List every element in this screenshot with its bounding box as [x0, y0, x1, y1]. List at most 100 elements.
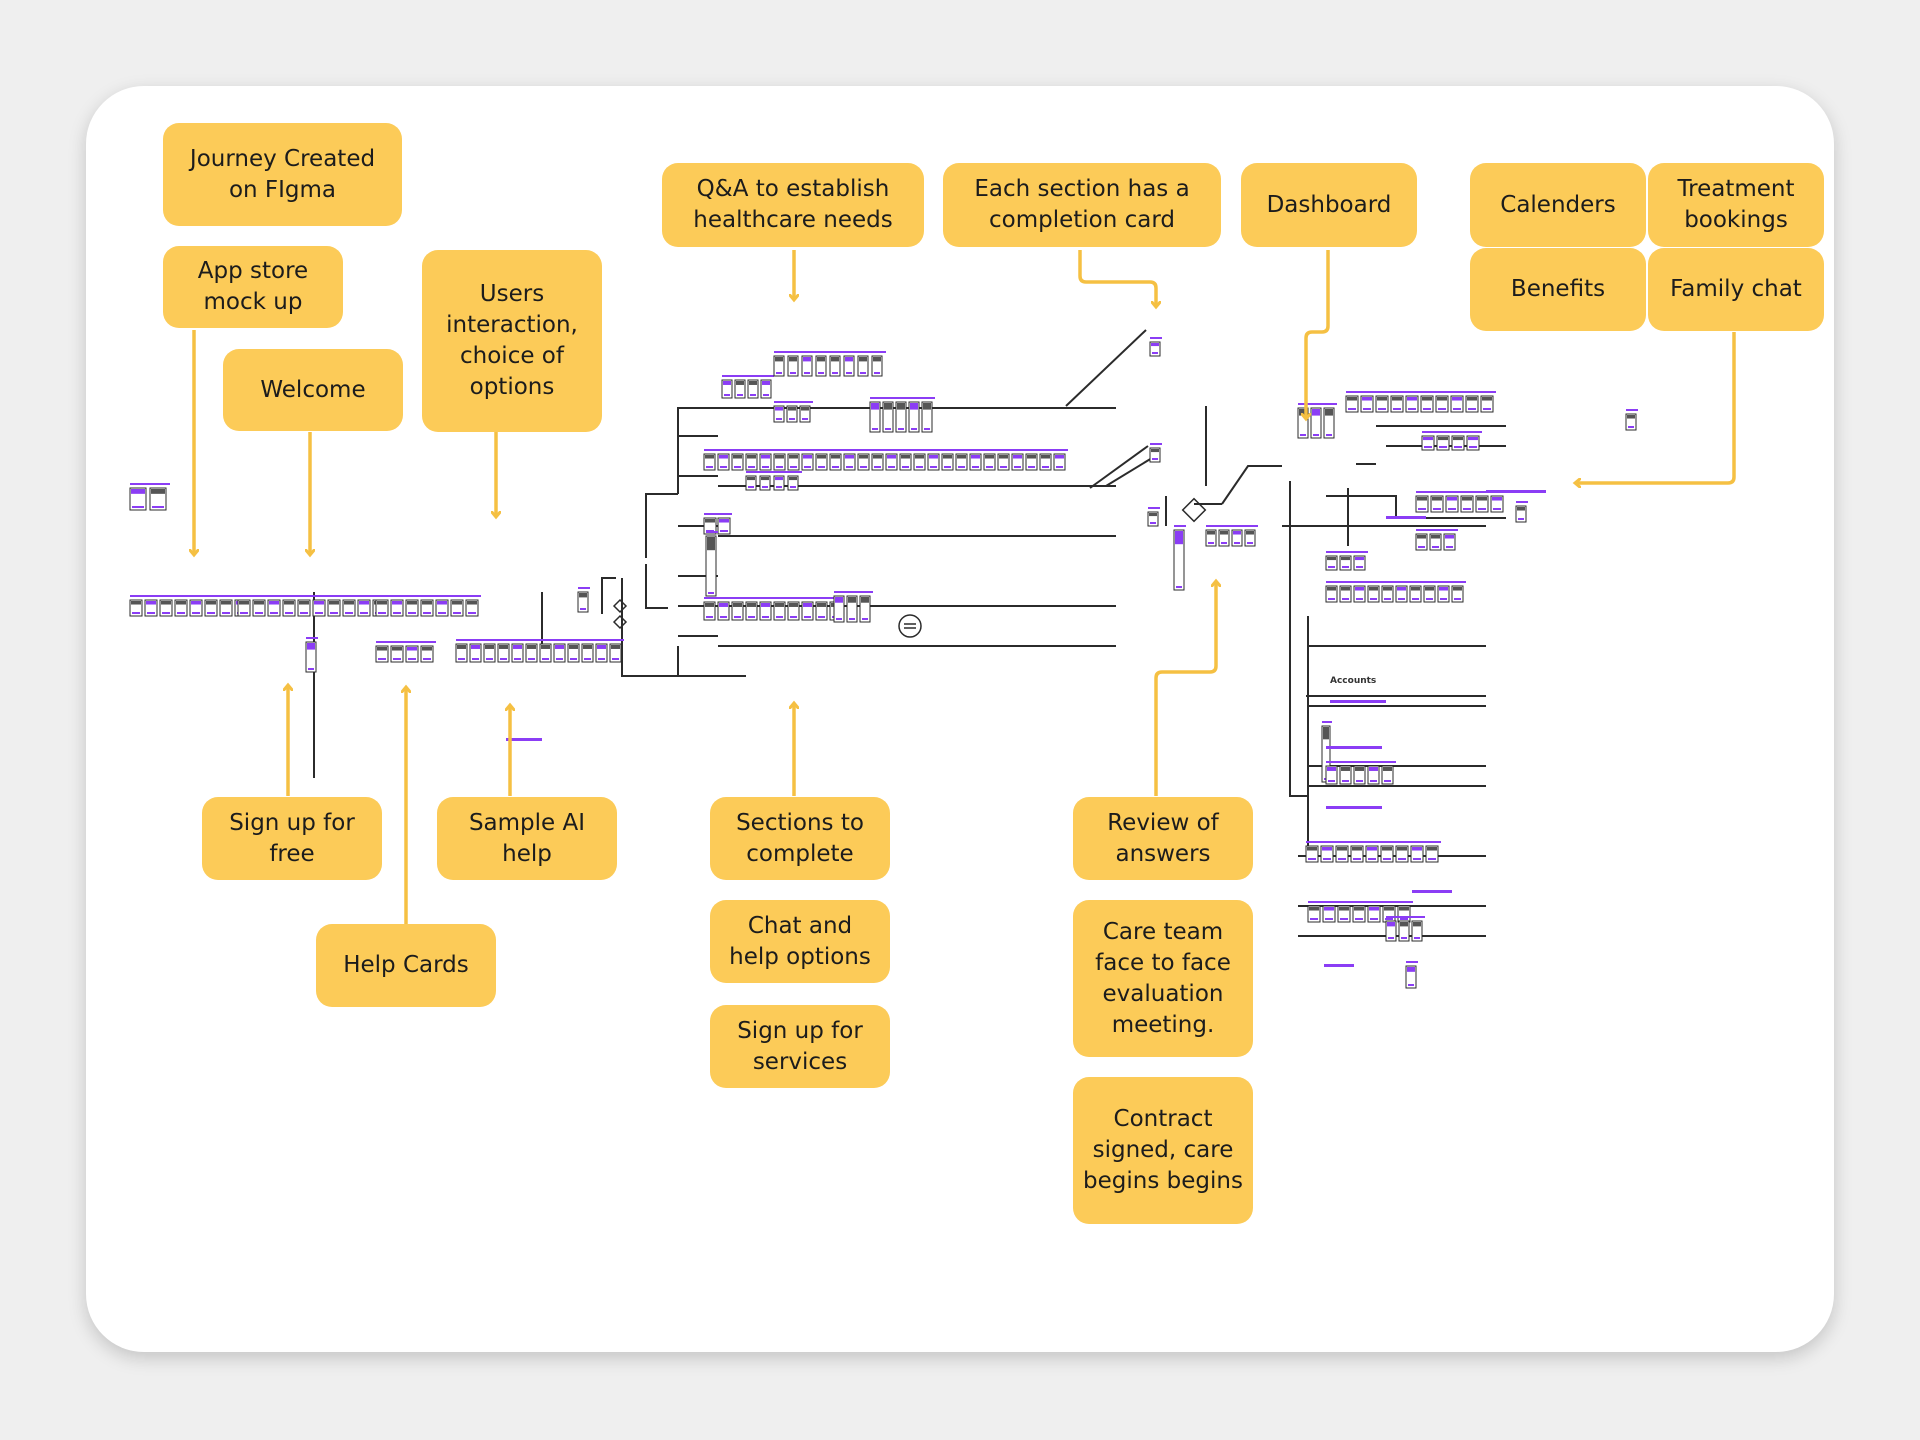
screen-thumbnail: [1381, 765, 1394, 785]
thumbnail-button: [1426, 598, 1433, 600]
thumbnail-button: [528, 658, 535, 660]
screen-thumbnail: [801, 453, 814, 471]
cluster-header-bar: [870, 397, 935, 399]
thumbnail-button: [1463, 508, 1471, 510]
thumbnail-header: [801, 407, 809, 411]
note-sign-up-services: Sign up for services: [710, 1005, 890, 1088]
thumbnail-header: [705, 455, 714, 459]
screen-thumbnail: [1353, 585, 1366, 603]
thumbnail-button: [1454, 598, 1461, 600]
screen-thumbnail: [815, 453, 828, 471]
thumbnail-button: [872, 428, 878, 430]
screen-thumbnail: [745, 475, 757, 491]
thumbnail-button: [720, 616, 727, 618]
thumbnail-header: [897, 403, 905, 410]
thumbnail-header: [1352, 847, 1362, 851]
thumbnail-header: [1422, 397, 1432, 401]
screen-thumbnail: [1147, 511, 1159, 527]
thumbnail-button: [1440, 598, 1447, 600]
thumbnail-header: [1387, 922, 1395, 927]
cluster-header-bar: [704, 597, 844, 599]
screen-thumbnail: [773, 453, 786, 471]
screen-thumbnail: [1325, 585, 1338, 603]
thumbnail-header: [299, 601, 309, 605]
screen-thumbnail: [857, 355, 869, 377]
thumbnail-button: [776, 372, 782, 374]
thumbnail-header: [457, 645, 466, 649]
thumbnail-header: [719, 519, 729, 523]
screen-thumbnail: [539, 643, 552, 663]
thumbnail-header: [848, 597, 856, 603]
thumbnail-header: [239, 601, 249, 605]
thumbnail-header: [1397, 847, 1407, 851]
thumbnail-header: [1384, 907, 1394, 911]
figma-canvas-card: Accounts Journey Created on FIgma App st…: [86, 86, 1834, 1352]
thumbnail-button: [748, 486, 754, 488]
screen-thumbnail: [734, 379, 746, 399]
thumbnail-header: [541, 645, 550, 649]
screen-thumbnail: [773, 405, 785, 423]
arrow-completion: [1078, 250, 1156, 306]
thumbnail-header: [1220, 531, 1228, 535]
thumbnail-button: [902, 466, 909, 468]
thumbnail-button: [790, 616, 797, 618]
thumbnail-header: [761, 455, 770, 459]
thumbnail-header: [747, 477, 755, 481]
cluster-header-bar: [1308, 901, 1413, 903]
screen-thumbnail: [469, 643, 482, 663]
screen-thumbnail: [1429, 533, 1442, 551]
thumbnail-button: [1355, 918, 1363, 920]
thumbnail-header: [749, 381, 757, 385]
thumbnail-header: [1355, 587, 1364, 591]
thumbnail-button: [832, 466, 839, 468]
thumbnail-header: [859, 357, 867, 362]
cluster-header-bar: [834, 591, 873, 593]
thumbnail-button: [315, 612, 323, 614]
thumbnail-button: [706, 466, 713, 468]
thumbnail-header: [555, 645, 564, 649]
thumbnail-button: [458, 658, 465, 660]
screen-thumbnail: [1515, 505, 1527, 523]
note-family-chat: Family chat: [1648, 248, 1824, 331]
thumbnail-button: [802, 418, 808, 420]
cluster-header-bar: [1306, 841, 1441, 843]
thumbnail-header: [762, 381, 770, 385]
thumbnail-header: [1027, 455, 1036, 459]
cluster-header-bar: [746, 471, 802, 473]
thumbnail-header: [747, 603, 756, 607]
thumbnail-button: [1328, 780, 1335, 782]
diagram-glyphs: [612, 497, 1207, 638]
thumbnail-header: [719, 603, 728, 607]
thumbnail-header: [1427, 847, 1437, 851]
thumbnail-button: [836, 618, 842, 620]
screen-thumbnail: [609, 643, 622, 663]
thumbnail-button: [776, 466, 783, 468]
thumbnail-button: [762, 486, 768, 488]
screen-thumbnail: [1395, 585, 1408, 603]
thumbnail-button: [1454, 446, 1462, 448]
thumbnail-button: [734, 616, 741, 618]
screen-thumbnail: [1025, 453, 1038, 471]
thumbnail-button: [192, 612, 200, 614]
screen-thumbnail: [1381, 585, 1394, 603]
thumbnail-button: [1326, 434, 1332, 436]
screen-thumbnail: [1398, 920, 1410, 942]
thumbnail-button: [1152, 458, 1158, 460]
thumbnail-header: [803, 603, 812, 607]
cluster-header-bar: [1516, 501, 1528, 503]
screen-thumbnail: [829, 453, 842, 471]
thumbnail-button: [1393, 408, 1401, 410]
thumbnail-button: [1368, 858, 1376, 860]
thumbnail-header: [1369, 767, 1378, 771]
thumbnail-button: [1433, 508, 1441, 510]
screen-thumbnail: [833, 595, 845, 623]
thumbnail-button: [1150, 522, 1156, 524]
thumbnail-button: [1423, 408, 1431, 410]
cluster-header-bar: [704, 449, 1068, 451]
screen-thumbnail: [927, 453, 940, 471]
thumbnail-button: [1342, 598, 1349, 600]
thumbnail-button: [1401, 937, 1407, 939]
thumbnail-header: [803, 455, 812, 459]
thumbnail-header: [1413, 922, 1421, 927]
thumbnail-header: [1437, 397, 1447, 401]
